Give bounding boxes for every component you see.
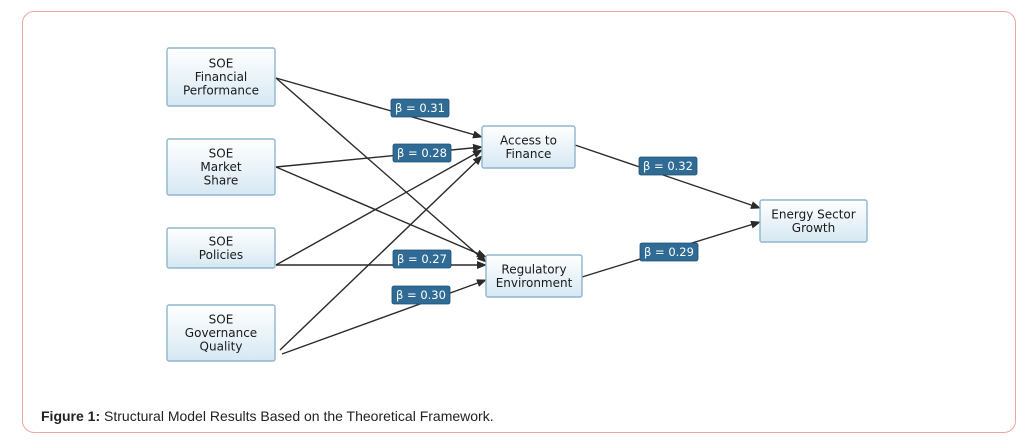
beta-badge-governance-to-regulatory: β = 0.30 — [391, 285, 451, 305]
beta-coefficient-label: β = 0.32 — [643, 159, 693, 173]
beta-badge-background — [391, 285, 451, 305]
node-label-line: SOE — [209, 313, 234, 327]
node-label-line: Regulatory — [501, 262, 566, 276]
caption-text: Structural Model Results Based on the Th… — [100, 408, 494, 424]
node-box — [166, 47, 276, 107]
beta-badge-background — [638, 156, 698, 176]
node-label-line: Finance — [506, 147, 552, 161]
beta-coefficient-label: β = 0.27 — [397, 252, 447, 266]
beta-coefficient-label: β = 0.28 — [397, 146, 447, 160]
edge-mkt_share-to-regulatory — [275, 166, 487, 258]
beta-coefficient-label: β = 0.29 — [644, 245, 694, 259]
node-box — [759, 199, 868, 243]
node-label-line: Policies — [199, 248, 243, 262]
node-label-line: SOE — [209, 234, 234, 248]
beta-badge-background — [392, 249, 452, 269]
node-label-line: Quality — [200, 340, 243, 354]
node-label-line: Market — [200, 160, 242, 174]
edge-policies-to-access — [275, 149, 483, 266]
node-label-line: Growth — [792, 221, 835, 235]
node-label-line: SOE — [209, 147, 234, 161]
beta-badge-background — [390, 98, 450, 118]
node-box — [485, 254, 583, 298]
node-box — [166, 138, 276, 196]
edge-access-to-growth — [574, 144, 761, 209]
edge-fin_perf-to-regulatory — [275, 77, 487, 263]
beta-badge-background — [639, 242, 699, 262]
beta-badge-regulatory-to-growth: β = 0.29 — [639, 242, 699, 262]
node-label-line: Environment — [496, 276, 573, 290]
edge-governance-to-regulatory — [281, 279, 487, 355]
node-label-line: Access to — [500, 133, 557, 147]
edge-governance-to-access — [279, 155, 483, 351]
beta-badge-access-to-growth: β = 0.32 — [638, 156, 698, 176]
beta-badge-policies-to-regulatory: β = 0.27 — [392, 249, 452, 269]
beta-badge-background — [392, 143, 452, 163]
node-label-line: Energy Sector — [771, 207, 855, 221]
node-label-line: Share — [204, 174, 239, 188]
beta-badge-fin_perf-to-access: β = 0.31 — [390, 98, 450, 118]
node-box — [166, 227, 276, 269]
caption-label: Figure 1: — [41, 408, 101, 424]
beta-coefficient-label: β = 0.30 — [396, 288, 446, 302]
node-box — [481, 125, 576, 169]
beta-coefficient-label: β = 0.31 — [395, 101, 445, 115]
node-label-line: SOE — [209, 57, 234, 71]
edge-fin_perf-to-access — [275, 77, 483, 139]
node-box — [166, 304, 276, 362]
node-label-line: Financial — [195, 70, 248, 84]
node-label-line: Governance — [185, 326, 257, 340]
node-label-line: Performance — [183, 84, 259, 98]
figure-caption: Figure 1: Structural Model Results Based… — [41, 408, 494, 424]
beta-badge-mkt_share-to-access: β = 0.28 — [392, 143, 452, 163]
